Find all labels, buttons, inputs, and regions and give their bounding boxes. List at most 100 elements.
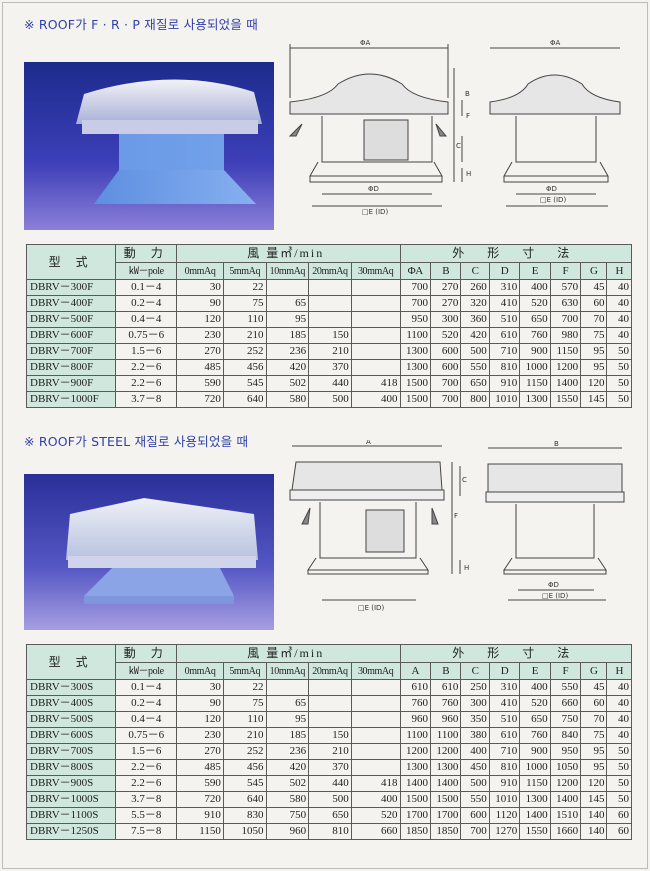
- airflow-cell: 580: [265, 391, 310, 408]
- dimension-cell: 1000: [519, 759, 551, 776]
- airflow-cell: 236: [265, 743, 310, 760]
- dimension-cell: 270: [429, 295, 462, 312]
- dimension-cell: 40: [606, 295, 632, 312]
- svg-text:ΦA: ΦA: [550, 39, 561, 47]
- airflow-cell: [350, 679, 401, 696]
- header-pressure: 0mmAq: [176, 662, 224, 680]
- airflow-cell: 590: [176, 775, 224, 792]
- dimension-cell: 1500: [399, 791, 431, 808]
- dimension-cell: 510: [488, 311, 521, 328]
- section-title-steel: ※ ROOF가 STEEL 재질로 사용되었을 때: [24, 434, 249, 449]
- header-dimension: E: [519, 662, 551, 680]
- model-cell: DBRV－500F: [25, 311, 117, 328]
- dimension-cell: 260: [460, 279, 490, 296]
- dimension-cell: 800: [460, 391, 490, 408]
- power-cell: 3.7－8: [115, 791, 178, 808]
- dimension-cell: 500: [460, 343, 490, 360]
- dimension-cell: 610: [488, 327, 521, 344]
- header-pressure: 20mmAq: [308, 662, 352, 680]
- airflow-cell: 30: [176, 279, 224, 296]
- model-cell: DBRV－1250S: [25, 823, 117, 840]
- dimension-cell: 1850: [429, 823, 462, 840]
- dimension-cell: 50: [606, 359, 632, 376]
- header-power-unit: ㎾－pole: [115, 662, 178, 680]
- dimension-cell: 70: [580, 311, 608, 328]
- dimension-cell: 1510: [549, 807, 582, 824]
- dimension-cell: 40: [606, 679, 632, 696]
- airflow-cell: 720: [176, 391, 224, 408]
- airflow-cell: [350, 295, 401, 312]
- dimension-cell: 120: [580, 775, 608, 792]
- power-cell: 1.5－6: [115, 743, 178, 760]
- airflow-cell: 420: [265, 759, 310, 776]
- header-dimension: G: [580, 262, 608, 280]
- dimension-cell: 50: [606, 759, 632, 776]
- header-dimension: H: [606, 662, 632, 680]
- dimension-cell: 520: [429, 327, 462, 344]
- power-cell: 2.2－6: [115, 359, 178, 376]
- airflow-cell: [350, 711, 401, 728]
- airflow-cell: 520: [350, 807, 401, 824]
- dimension-cell: 1700: [399, 807, 431, 824]
- power-cell: 1.5－6: [115, 343, 178, 360]
- airflow-cell: [265, 279, 310, 296]
- dimension-cell: 1300: [519, 391, 551, 408]
- power-cell: 0.4－4: [115, 311, 178, 328]
- airflow-cell: 830: [222, 807, 267, 824]
- dimension-cell: 310: [488, 679, 521, 696]
- svg-text:B: B: [554, 440, 559, 448]
- airflow-cell: [350, 743, 401, 760]
- airflow-cell: 90: [176, 695, 224, 712]
- airflow-cell: 750: [265, 807, 310, 824]
- model-cell: DBRV－400F: [25, 295, 117, 312]
- dimension-cell: 1100: [399, 327, 431, 344]
- svg-text:ΦD: ΦD: [368, 185, 379, 193]
- dimension-cell: 120: [580, 375, 608, 392]
- dimension-cell: 270: [429, 279, 462, 296]
- svg-text:□E (ID): □E (ID): [358, 604, 384, 612]
- airflow-cell: 456: [222, 359, 267, 376]
- dimension-cell: 75: [580, 327, 608, 344]
- dimension-cell: 50: [606, 743, 632, 760]
- dimension-cell: 980: [549, 327, 582, 344]
- dimension-cell: 400: [519, 679, 551, 696]
- dimension-cell: 650: [460, 375, 490, 392]
- power-cell: 0.75－6: [115, 327, 178, 344]
- dimension-cell: 145: [580, 791, 608, 808]
- header-dimension: B: [429, 662, 462, 680]
- dimension-cell: 1300: [519, 791, 551, 808]
- airflow-cell: [350, 311, 401, 328]
- svg-text:□E (ID): □E (ID): [542, 592, 568, 600]
- svg-text:C: C: [456, 142, 461, 150]
- dimension-cell: 1150: [519, 775, 551, 792]
- airflow-cell: 110: [222, 711, 267, 728]
- dimension-cell: 1010: [488, 391, 521, 408]
- model-cell: DBRV－700F: [25, 343, 117, 360]
- model-cell: DBRV－600F: [25, 327, 117, 344]
- dimension-cell: 60: [580, 295, 608, 312]
- airflow-cell: 810: [308, 823, 352, 840]
- product-photo-steel: [24, 474, 274, 630]
- svg-text:ΦD: ΦD: [548, 581, 559, 589]
- header-pressure: 20mmAq: [308, 262, 352, 280]
- airflow-cell: 960: [265, 823, 310, 840]
- dimension-cell: 760: [519, 727, 551, 744]
- header-dimension: B: [429, 262, 462, 280]
- dimension-cell: 1270: [488, 823, 521, 840]
- dimension-cell: 50: [606, 343, 632, 360]
- dimension-cell: 950: [399, 311, 431, 328]
- airflow-cell: 500: [308, 391, 352, 408]
- dimension-cell: 40: [606, 695, 632, 712]
- dimension-cell: 700: [429, 375, 462, 392]
- dimension-cell: 45: [580, 679, 608, 696]
- dimension-cell: 610: [429, 679, 462, 696]
- dimension-cell: 95: [580, 743, 608, 760]
- dimension-cell: 810: [488, 359, 521, 376]
- dimension-cell: 660: [549, 695, 582, 712]
